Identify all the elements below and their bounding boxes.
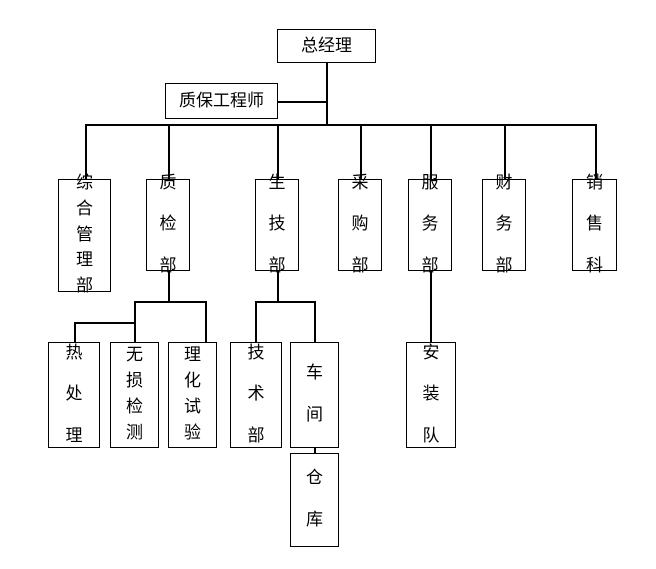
connector-drop-heat-treatment [74, 322, 76, 343]
connector-drop-quality-inspection [168, 124, 170, 180]
node-label-quality-inspection-dept: 质检部 [159, 172, 177, 276]
node-technology-dept[interactable]: 技术部 [230, 342, 282, 448]
connector-bus-heat-treatment [74, 322, 136, 324]
connector-drop-general-admin [85, 124, 87, 180]
connector-drop-purchasing [360, 124, 362, 180]
connector-drop-production-tech [277, 124, 279, 180]
node-quality-inspection-dept[interactable]: 质检部 [146, 173, 190, 276]
node-label-heat-treatment: 热处理 [65, 342, 83, 446]
node-label-finance-dept: 财务部 [495, 172, 513, 276]
node-installation-team[interactable]: 安装队 [406, 342, 456, 448]
node-label-technology-dept: 技术部 [247, 342, 265, 446]
node-workshop[interactable]: 车间 [290, 342, 339, 448]
connector-drop-finance [504, 124, 506, 180]
node-finance-dept[interactable]: 财务部 [482, 173, 526, 276]
node-label-purchasing-dept: 采购部 [351, 172, 369, 276]
node-label-installation-team: 安装队 [422, 342, 440, 446]
connector-bus-production-tech [255, 301, 315, 303]
node-label-service-dept: 服务部 [421, 172, 439, 276]
node-label-workshop: 车间 [306, 363, 323, 425]
node-sales-section[interactable]: 销售科 [572, 173, 617, 276]
node-purchasing-dept[interactable]: 采购部 [338, 173, 382, 276]
node-ndt-inspection[interactable]: 无损检测 [110, 342, 159, 448]
node-physical-chemical-test[interactable]: 理化试验 [168, 342, 217, 448]
connector-drop-installation-team [430, 270, 432, 343]
connector-drop-technology [255, 301, 257, 343]
node-service-dept[interactable]: 服务部 [408, 173, 452, 276]
connector-qe-to-gm-stem [277, 101, 327, 103]
connector-drop-sales [595, 124, 597, 180]
connector-drop-physical-chemical [205, 301, 207, 343]
connector-gm-stem [326, 62, 328, 125]
node-warehouse[interactable]: 仓库 [290, 453, 339, 547]
connector-bus-quality-inspection [134, 301, 206, 303]
node-label-production-tech-dept: 生技部 [268, 172, 286, 276]
node-label-warehouse: 仓库 [306, 468, 323, 530]
connector-stem-production-tech [277, 270, 279, 302]
connector-drop-service [430, 124, 432, 180]
node-label-general-admin-dept: 综合管理部 [76, 172, 93, 297]
node-label-physical-chemical-test: 理化试验 [184, 345, 201, 443]
node-label-quality-engineer: 质保工程师 [179, 90, 264, 111]
node-label-general-manager: 总经理 [301, 35, 352, 56]
connector-main-bus [85, 124, 596, 126]
connector-stem-quality-inspection [168, 270, 170, 302]
node-production-tech-dept[interactable]: 生技部 [255, 173, 299, 276]
connector-drop-workshop [314, 301, 316, 343]
node-label-ndt-inspection: 无损检测 [126, 345, 143, 443]
node-heat-treatment[interactable]: 热处理 [48, 342, 100, 448]
node-general-manager[interactable]: 总经理 [277, 29, 376, 63]
node-quality-engineer[interactable]: 质保工程师 [165, 83, 278, 119]
connector-drop-ndt [134, 301, 136, 343]
node-general-admin-dept[interactable]: 综合管理部 [58, 173, 111, 296]
node-label-sales-section: 销售科 [586, 172, 603, 276]
